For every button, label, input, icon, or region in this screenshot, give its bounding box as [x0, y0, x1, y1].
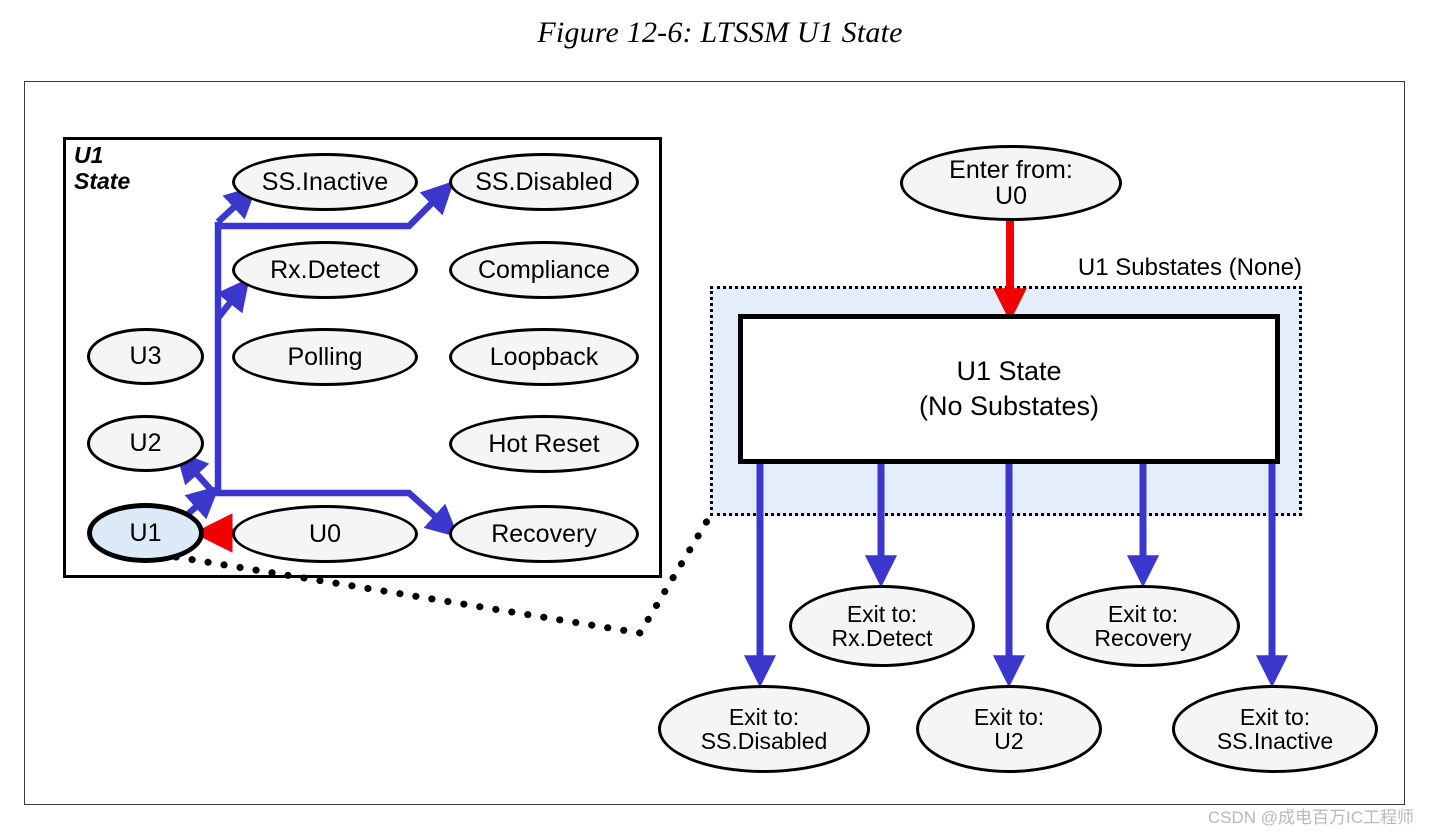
u1-state-box-line1: U1 State [956, 356, 1062, 387]
figure-title: Figure 12-6: LTSSM U1 State [537, 16, 903, 49]
u1-state-box-line2: (No Substates) [918, 391, 1100, 421]
ltssm-node-u0[interactable]: U0 [232, 505, 418, 563]
u1-substates-label: U1 Substates (None) [1077, 254, 1302, 281]
ltssm-node-u1[interactable]: U1 [87, 503, 204, 563]
watermark: CSDN @成电百万IC工程师 [1207, 808, 1414, 827]
ltssm-node-loopback[interactable]: Loopback [449, 328, 639, 386]
ltssm-node-hot-reset[interactable]: Hot Reset [449, 415, 639, 473]
ltssm-node-u2[interactable]: U2 [87, 415, 204, 472]
exit-node-ss-disabled[interactable]: Exit to: SS.Disabled [658, 685, 870, 773]
ltssm-node-ss-inactive[interactable]: SS.Inactive [232, 153, 418, 211]
exit-node-recovery[interactable]: Exit to: Recovery [1046, 585, 1240, 667]
u1-state-box: U1 State (No Substates) [738, 314, 1280, 464]
ltssm-node-polling[interactable]: Polling [232, 328, 418, 386]
ltssm-node-compliance[interactable]: Compliance [449, 241, 639, 299]
ltssm-panel-caption: U1 State [74, 142, 131, 194]
ltssm-node-rx-detect[interactable]: Rx.Detect [232, 241, 418, 299]
enter-node-u0[interactable]: Enter from: U0 [900, 145, 1122, 221]
ltssm-node-ss-disabled[interactable]: SS.Disabled [449, 153, 639, 211]
ltssm-node-recovery[interactable]: Recovery [449, 505, 639, 563]
ltssm-node-u3[interactable]: U3 [87, 328, 204, 385]
exit-node-u2[interactable]: Exit to: U2 [916, 685, 1102, 773]
exit-node-ss-inactive[interactable]: Exit to: SS.Inactive [1172, 685, 1378, 773]
exit-node-rx-detect[interactable]: Exit to: Rx.Detect [789, 585, 975, 667]
